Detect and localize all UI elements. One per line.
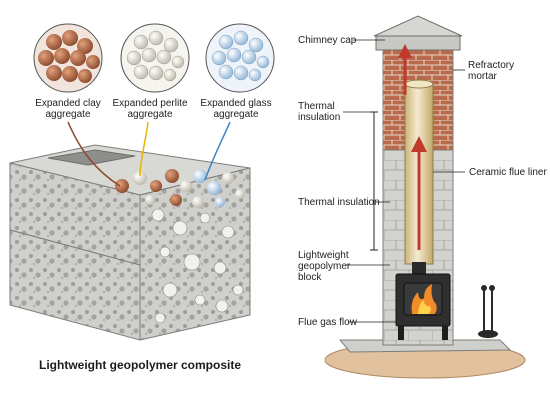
thermal-insulation-top-label: Thermal insulation [298,101,341,123]
chimney-cap-label: Chimney cap [298,35,357,46]
refractory-mortar-label: Refractory mortar [468,60,515,82]
thermal-insulation-mid-label: Thermal insulation [298,197,380,208]
glass-aggregate-label: Expanded glass aggregate [200,98,272,120]
composite-caption: Lightweight geopolymer composite [38,358,242,372]
flue-gas-flow-label: Flue gas flow [298,317,357,328]
glass-aggregate-icon [205,23,275,93]
geopolymer-block-label: Lightweight geopolymer block [298,250,351,283]
perlite-aggregate-icon [120,23,190,93]
geopolymer-block [9,121,251,341]
perlite-aggregate-label: Expanded perlite aggregate [112,98,188,120]
clay-aggregate-icon [33,23,103,93]
clay-aggregate-label: Expanded clay aggregate [35,98,101,120]
chimney-system [324,15,526,379]
ceramic-flue-liner-label: Ceramic flue liner [469,167,547,178]
